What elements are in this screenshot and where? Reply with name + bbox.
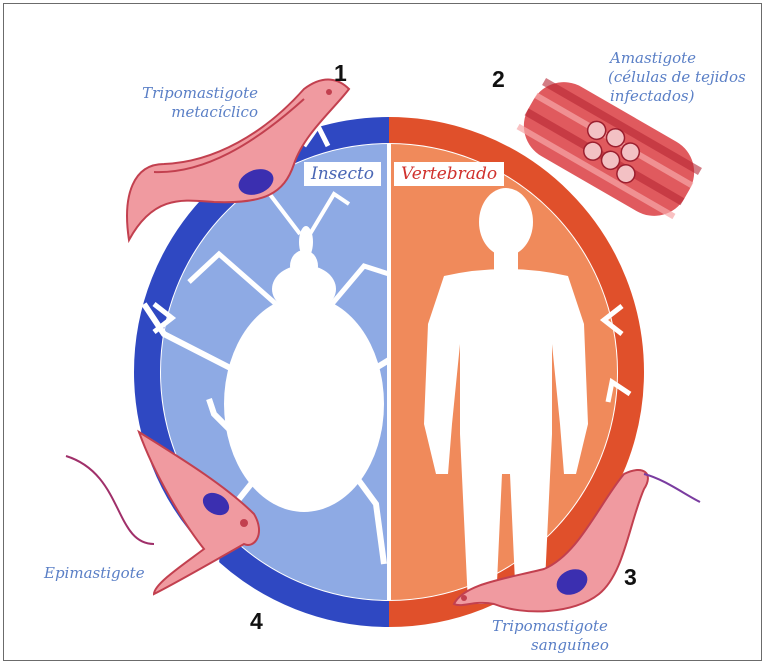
diagram-frame: Tripomastigote metacíclico Amastigote (c… — [3, 3, 762, 661]
tripomastigote-sanguineo-label: Tripomastigote sanguíneo — [470, 617, 630, 655]
insecto-label: Insecto — [304, 162, 381, 186]
tripo-meta-line2: metacíclico — [112, 103, 258, 122]
amastigote-line1: Amastigote — [610, 49, 760, 68]
amastigote-line2: (células de tejidos — [608, 68, 760, 87]
stage-number-1: 1 — [334, 60, 347, 87]
tripo-sang-line1: Tripomastigote — [470, 617, 630, 636]
stage-number-4: 4 — [250, 608, 263, 635]
epimastigote-label: Epimastigote — [44, 564, 145, 583]
tripo-sang-line2: sanguíneo — [470, 636, 630, 655]
amastigote-line3: infectados) — [610, 87, 760, 106]
stage-number-3: 3 — [624, 564, 637, 591]
amastigote-label: Amastigote (células de tejidos infectado… — [610, 49, 760, 106]
vertebrado-label: Vertebrado — [394, 162, 504, 186]
tripomastigote-metaciclico-label: Tripomastigote metacíclico — [112, 84, 258, 122]
stage-number-2: 2 — [492, 66, 505, 93]
tripo-meta-line1: Tripomastigote — [112, 84, 258, 103]
